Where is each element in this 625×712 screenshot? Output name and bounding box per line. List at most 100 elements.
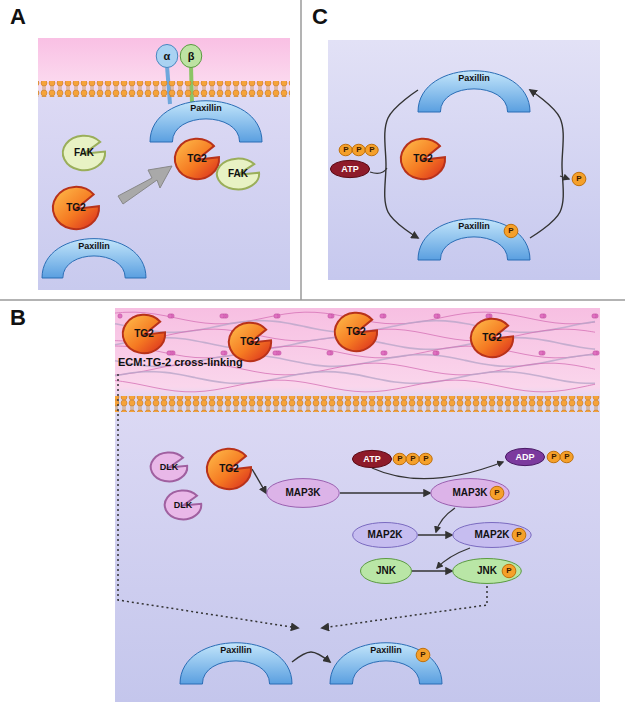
molecule-oval: P — [572, 172, 586, 186]
ecm-dot — [434, 314, 438, 318]
protein-shape: TG2 — [52, 186, 100, 230]
ecm-fibres — [115, 312, 599, 392]
ecm-dot — [273, 351, 277, 355]
protein-shape: TG2 — [122, 314, 166, 354]
figure-panel: BTG2TG2TG2TG2DLKDLKTG2MAP3KATPPPPADPPPMA… — [0, 301, 625, 712]
molecule-oval: P — [416, 648, 430, 662]
molecule-oval: JNKP — [452, 558, 522, 584]
molecule-oval: JNK — [360, 558, 412, 584]
molecule-label: P — [508, 227, 513, 235]
molecule-label: P — [356, 146, 361, 154]
molecule-label: P — [423, 455, 428, 463]
protein-shape: DLK — [150, 452, 188, 482]
molecule-oval: P — [339, 144, 352, 156]
ecm-dot — [328, 314, 332, 318]
ecm-dot — [592, 314, 596, 318]
molecule-label: P — [410, 455, 415, 463]
reaction-arrow — [412, 570, 452, 571]
lipid-membrane — [115, 396, 600, 412]
paxillin-shape: Paxillin — [418, 68, 530, 112]
molecule-oval: MAP2KP — [452, 522, 532, 548]
molecule-label: TG2 — [219, 464, 238, 474]
ecm-dot — [433, 351, 437, 355]
molecule-label: α — [164, 51, 171, 62]
molecule-label: P — [506, 567, 511, 575]
panel-letter: B — [10, 307, 26, 329]
paxillin-shape: PaxillinP — [330, 640, 442, 684]
protein-shape: TG2 — [400, 138, 446, 180]
panel-ground — [328, 40, 600, 280]
panel-ground — [38, 38, 290, 290]
molecule-label: TG2 — [413, 154, 432, 164]
molecule-label: P — [516, 531, 521, 539]
protein-shape: DLK — [164, 490, 202, 520]
molecule-oval: P — [512, 528, 526, 542]
molecule-label: P — [576, 175, 581, 183]
dotted-signal — [322, 586, 487, 628]
molecule-label: TG2 — [66, 203, 85, 213]
ecm-dot — [486, 314, 490, 318]
reaction-arrow — [340, 492, 430, 493]
ecm-dot — [380, 314, 384, 318]
molecule-oval: ATP — [352, 450, 392, 468]
molecule-label: MAP3K — [285, 488, 320, 498]
ecm-dot — [327, 351, 331, 355]
ecm-fibre — [115, 380, 595, 392]
molecule-label: P — [420, 651, 425, 659]
molecule-label: P — [343, 146, 348, 154]
molecule-oval: ATP — [330, 160, 370, 178]
molecule-oval: ADP — [505, 448, 545, 466]
molecule-label: ATP — [363, 455, 380, 464]
lipid-membrane — [38, 81, 290, 97]
molecule-label: TG2 — [482, 333, 501, 343]
ecm-dot — [593, 351, 597, 355]
molecule-label: Paxillin — [370, 646, 402, 655]
protein-shape: FAK — [216, 158, 260, 190]
caption-label: ECM:TG-2 cross-linking — [118, 356, 243, 368]
molecule-label: Paxillin — [458, 74, 490, 83]
ecm-dot — [274, 314, 278, 318]
ecm-dot — [167, 351, 171, 355]
panel-letter: C — [312, 6, 328, 28]
molecule-label: P — [494, 489, 499, 497]
molecule-oval: P — [547, 451, 560, 463]
reaction-arrow — [418, 534, 452, 535]
panel-divider — [0, 299, 625, 301]
figure-panel: AFAKTG2PaxillinαβPaxillinTG2FAK — [0, 0, 301, 300]
ecm-dot — [220, 314, 224, 318]
dotted-signal — [118, 374, 298, 628]
molecule-label: Paxillin — [78, 242, 110, 251]
ecm-dot — [168, 314, 172, 318]
molecule-label: TG2 — [240, 337, 259, 347]
grey-arrow — [118, 166, 172, 204]
paxillin-shape: Paxillin — [180, 640, 292, 684]
molecule-label: TG2 — [187, 154, 206, 164]
molecule-label: Paxillin — [458, 222, 490, 231]
molecule-oval: P — [419, 453, 432, 465]
protein-shape: FAK — [62, 135, 106, 171]
molecule-label: JNK — [376, 566, 396, 576]
ecm-dot — [539, 351, 543, 355]
molecule-label: β — [188, 51, 195, 62]
molecule-oval: MAP2K — [352, 522, 418, 548]
reaction-arrow — [530, 90, 563, 238]
molecule-label: FAK — [74, 148, 94, 158]
ecm-fibre — [115, 372, 595, 384]
paxillin-shape: PaxillinP — [418, 216, 530, 260]
molecule-label: MAP2K — [367, 530, 402, 540]
molecule-oval: P — [560, 451, 573, 463]
molecule-label: DLK — [160, 463, 179, 472]
molecule-oval: MAP3K — [266, 478, 340, 508]
molecule-oval: MAP3K P — [430, 478, 510, 508]
panel-letter: A — [10, 6, 26, 28]
phosphate-release — [560, 176, 569, 179]
molecule-oval: α — [156, 44, 178, 68]
molecule-label: MAP3K — [452, 488, 487, 498]
ecm-dot — [540, 314, 544, 318]
molecule-label: P — [564, 453, 569, 461]
figure-panel: CPaxillinATPPPPTG2PaxillinPP — [302, 0, 625, 300]
atp-adp-arc — [372, 462, 503, 479]
panel-divider — [300, 0, 302, 300]
